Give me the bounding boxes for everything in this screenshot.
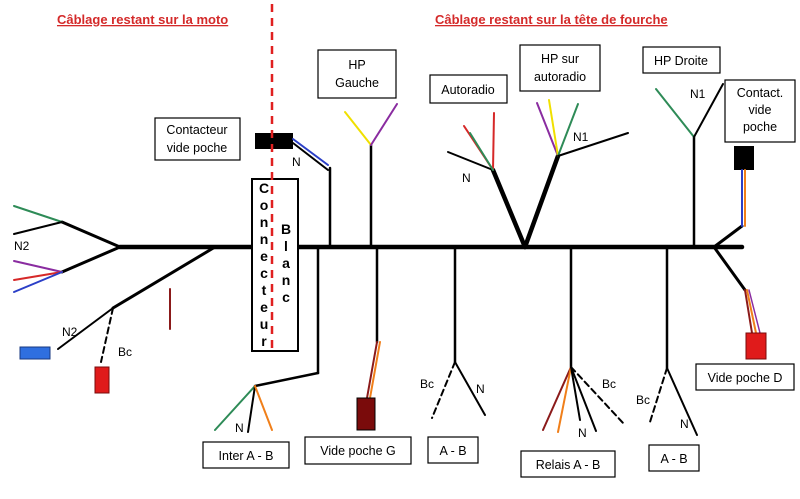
blue-plug (19, 346, 51, 360)
wire-label-bc-ab2: Bc (636, 393, 650, 407)
svg-text:B: B (281, 221, 291, 237)
box-relais-ab (520, 450, 616, 478)
hp-gauche-line2: Gauche (335, 76, 379, 90)
wire-label-n1-hp-droite: N1 (690, 87, 706, 101)
vide-poche-d-label: Vide poche D (708, 371, 783, 385)
box-vide-poche-g (304, 436, 412, 465)
svg-text:l: l (284, 238, 288, 254)
wire-label-bc-left: Bc (118, 345, 132, 359)
wire-label-n2-bottom: N2 (62, 325, 78, 339)
wire-label-n-ab2: N (680, 417, 689, 431)
connector-label-left: C o n n e c t e u r (259, 180, 269, 349)
box-contact-vide-poche (724, 79, 796, 143)
wire-label-n-relais: N (578, 426, 587, 440)
contacteur-line1: Contacteur (166, 123, 227, 137)
svg-text:n: n (260, 231, 269, 247)
inter-ab-label: Inter A - B (219, 449, 274, 463)
header-left: Câblage restant sur la moto (57, 12, 228, 27)
ab-2-label: A - B (660, 452, 687, 466)
ab-1-label: A - B (439, 444, 466, 458)
hp-gauche-line1: HP (348, 58, 365, 72)
relais-ab-wires (542, 245, 625, 433)
svg-text:n: n (282, 272, 291, 288)
svg-text:e: e (260, 299, 268, 315)
svg-text:t: t (262, 282, 267, 298)
connector-blanc (251, 178, 299, 352)
connector-label-right: B l a n c (281, 221, 291, 305)
box-autoradio (429, 74, 508, 104)
wire-label-n-contacteur: N (292, 155, 301, 169)
autoradio-label: Autoradio (441, 83, 495, 97)
wire-label-bc-relais: Bc (602, 377, 616, 391)
wire-label-bc-ab1: Bc (420, 377, 434, 391)
wire-label-n-ab1: N (476, 382, 485, 396)
autoradio-wires (447, 112, 528, 250)
svg-text:u: u (260, 316, 269, 332)
hp-droite-label: HP Droite (654, 54, 708, 68)
vide-poche-g-wires (366, 245, 381, 399)
svg-text:a: a (282, 255, 290, 271)
box-vide-poche-d (695, 363, 795, 391)
hp-droite-wires (655, 83, 724, 249)
contacteur-wires (292, 138, 332, 249)
contact-vide-poche-line2: vide (749, 103, 772, 117)
box-hp-gauche (317, 49, 397, 99)
red-plug-left (94, 366, 110, 394)
hp-sur-autoradio-wires (522, 99, 629, 250)
svg-text:o: o (260, 197, 269, 213)
box-ab-2 (648, 444, 700, 472)
header-right: Câblage restant sur la tête de fourche (435, 12, 668, 27)
contact-vide-poche-plug (734, 146, 754, 170)
right-end-wires (712, 169, 761, 334)
svg-text:r: r (261, 333, 267, 349)
relais-ab-label: Relais A - B (536, 458, 601, 472)
ab2-wires (649, 245, 698, 436)
hp-sur-autoradio-line1: HP sur (541, 52, 579, 66)
box-contacteur-vide-poche (154, 117, 241, 161)
vide-poche-g-label: Vide poche G (320, 444, 396, 458)
contacteur-line2: vide poche (167, 141, 228, 155)
box-hp-sur-autoradio (519, 44, 601, 92)
left-bundle (13, 205, 217, 363)
box-ab-1 (427, 436, 479, 464)
inter-ab-wires (214, 245, 320, 433)
hp-gauche-wires (344, 103, 398, 249)
svg-text:C: C (259, 180, 269, 196)
svg-text:e: e (260, 248, 268, 264)
vide-poche-d-plug (745, 332, 767, 360)
ab1-wires (431, 245, 486, 419)
vide-poche-g-plug (356, 397, 376, 431)
contacteur-black-plug (255, 133, 293, 149)
hp-sur-autoradio-line2: autoradio (534, 70, 586, 84)
contact-vide-poche-line3: poche (743, 120, 777, 134)
wire-label-n-inter: N (235, 421, 244, 435)
svg-text:c: c (260, 265, 268, 281)
box-hp-droite (642, 46, 721, 74)
wire-label-n-autoradio: N (462, 171, 471, 185)
contact-vide-poche-line1: Contact. (737, 86, 784, 100)
box-inter-ab (202, 441, 290, 469)
wire-label-n2-top: N2 (14, 239, 30, 253)
wire-label-n1-hp-autoradio: N1 (573, 130, 589, 144)
svg-text:c: c (282, 289, 290, 305)
svg-text:n: n (260, 214, 269, 230)
